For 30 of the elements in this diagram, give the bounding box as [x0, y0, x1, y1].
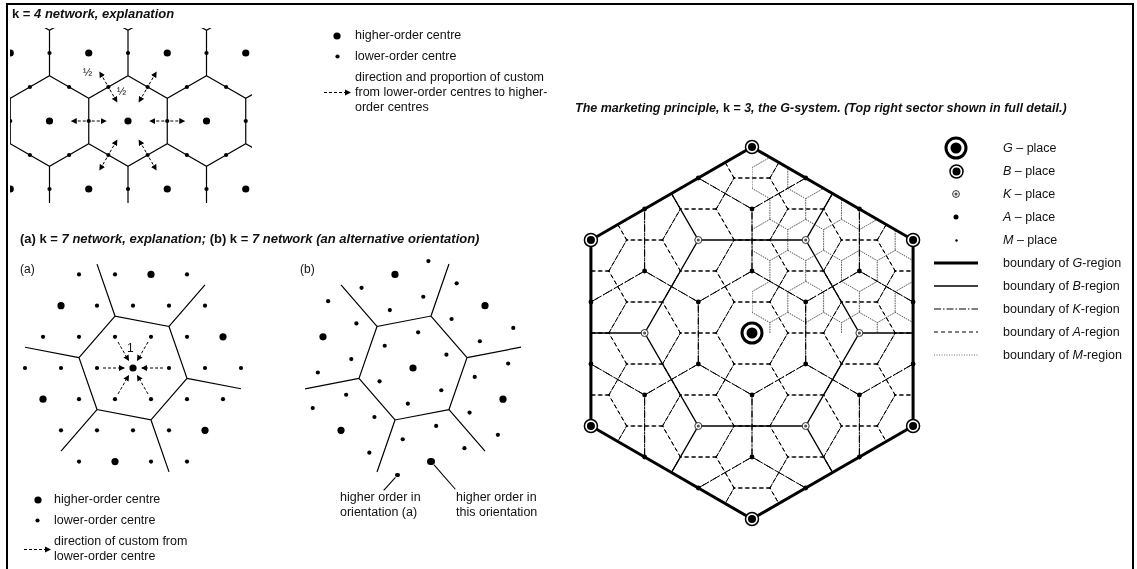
callout-text: higher order in this orientation	[456, 490, 556, 520]
legend-text: A – place	[1003, 209, 1057, 225]
legend-text: boundary of B-region	[1003, 278, 1121, 294]
dot	[427, 457, 435, 466]
legend-text: boundary of K-region	[1003, 301, 1121, 317]
panel-label: (b)	[300, 262, 315, 277]
legend-text: B – place	[1003, 163, 1057, 179]
legend-text: boundary of G-region	[1003, 255, 1123, 271]
legend-text: higher-order centre	[355, 28, 463, 43]
legend-text: boundary of M-region	[1003, 347, 1123, 363]
fraction-label: ½	[83, 66, 93, 80]
fraction-label: ½	[117, 85, 127, 99]
legend-text: direction of custom from lower-order centre	[54, 534, 189, 564]
legend-text: boundary of A-region	[1003, 324, 1121, 340]
panel-title: The marketing principle, k = 3, the G-system. (Top right sector shown in full detail.)	[575, 101, 1067, 116]
legend-text: direction and proportion of custom from lower-order centres to higher-order centres	[355, 70, 549, 115]
panel-title: (a) k = 7 network, explanation; (b) k = 7 network (an alternative orientation)	[20, 231, 480, 247]
leader-line	[433, 464, 456, 490]
dot	[395, 472, 400, 478]
leader-line	[383, 476, 396, 491]
legend-text: higher-order centre	[54, 492, 162, 507]
legend-text: M – place	[1003, 232, 1059, 248]
proportion-label: 1	[127, 341, 134, 356]
legend-text: lower-order centre	[355, 49, 458, 64]
legend-text: lower-order centre	[54, 513, 157, 528]
callout-text: higher order in orientation (a)	[340, 490, 440, 520]
panel-label: (a)	[20, 262, 35, 277]
legend-text: G – place	[1003, 140, 1058, 156]
legend-text: K – place	[1003, 186, 1057, 202]
panel-title: k = 4 network, explanation	[12, 6, 175, 22]
